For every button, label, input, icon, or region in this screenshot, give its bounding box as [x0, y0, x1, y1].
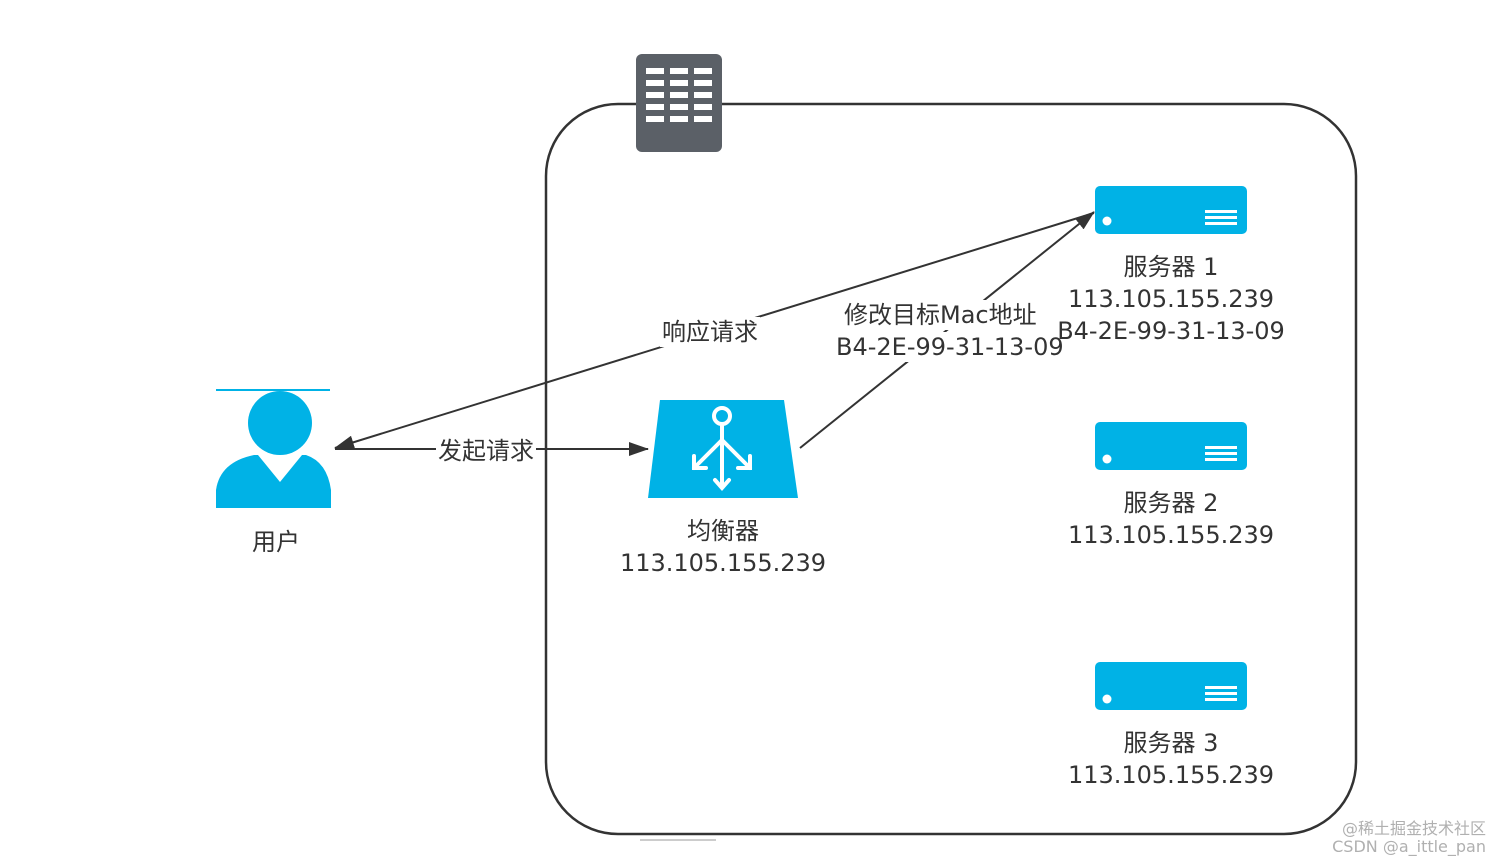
modify-mac-edge-label: 修改目标Mac地址 — [842, 300, 1039, 330]
user-label: 用户 — [252, 528, 300, 556]
watermark-line-1: @稀土掘金技术社区 — [1341, 819, 1486, 838]
modify-mac-arrow — [799, 211, 1095, 449]
server-3-ip: 113.105.155.239 — [1067, 761, 1275, 789]
server-icon — [1095, 186, 1247, 234]
server-2-label: 服务器 2 — [1123, 489, 1219, 517]
datacenter-container — [544, 102, 1358, 836]
server-1-label: 服务器 1 — [1123, 253, 1219, 281]
server-2-ip: 113.105.155.239 — [1067, 521, 1275, 549]
server-1-ip: 113.105.155.239 — [1067, 285, 1275, 313]
watermark-line-2: CSDN @a_ittle_pan — [1332, 837, 1486, 856]
request-edge-label: 发起请求 — [436, 436, 536, 466]
balancer-label: 均衡器 — [687, 517, 759, 545]
modify-mac-edge-value: B4-2E-99-31-13-09 — [834, 332, 1066, 362]
response-edge-label: 响应请求 — [660, 317, 760, 347]
server-icon — [1095, 662, 1247, 710]
server-1-mac: B4-2E-99-31-13-09 — [1057, 317, 1285, 345]
building-icon — [636, 54, 722, 152]
balancer-ip: 113.105.155.239 — [619, 549, 827, 577]
server-3-label: 服务器 3 — [1123, 729, 1219, 757]
load-balancer-icon — [648, 400, 798, 498]
user-icon — [216, 389, 331, 508]
server-icon — [1095, 422, 1247, 470]
